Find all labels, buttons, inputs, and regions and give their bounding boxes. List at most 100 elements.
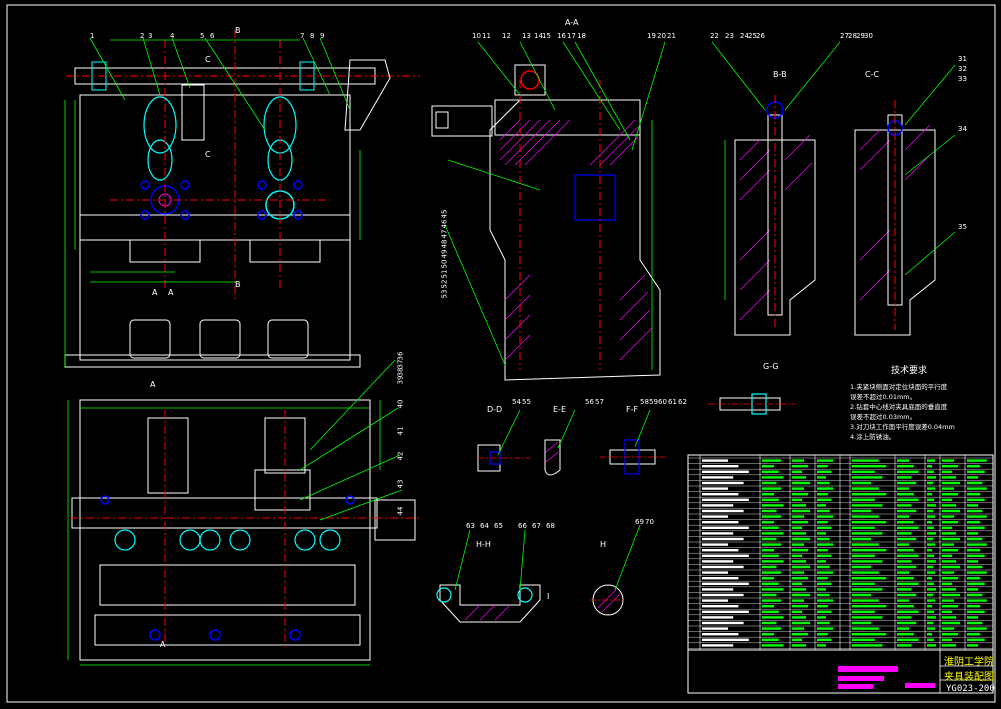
table-cell-text bbox=[927, 470, 934, 473]
callout-number: 2 bbox=[140, 32, 145, 40]
technical-requirements-title: 技术要求 bbox=[890, 366, 927, 376]
table-cell-text bbox=[817, 610, 832, 613]
table-cell-text bbox=[702, 627, 728, 630]
table-cell-text bbox=[967, 521, 981, 524]
table-cell-text bbox=[762, 571, 782, 574]
table-cell-text bbox=[792, 487, 804, 490]
table-cell-text bbox=[927, 493, 932, 496]
table-cell-text bbox=[792, 470, 802, 473]
table-cell-text bbox=[897, 621, 917, 625]
callout-number: 29 bbox=[856, 32, 865, 40]
table-cell-text bbox=[927, 616, 936, 619]
table-cell-text bbox=[702, 638, 749, 641]
callout-number: 11 bbox=[482, 32, 491, 40]
table-cell-text bbox=[817, 537, 830, 541]
table-cell-text bbox=[762, 588, 784, 591]
table-cell-text bbox=[897, 571, 909, 574]
table-cell-text bbox=[942, 526, 952, 529]
table-cell-text bbox=[927, 481, 933, 485]
callout-number: 7 bbox=[300, 32, 305, 40]
table-cell-text bbox=[762, 465, 774, 468]
table-cell-text bbox=[702, 560, 734, 563]
detail-hh bbox=[436, 529, 541, 623]
table-cell-text bbox=[967, 593, 983, 597]
table-cell-text bbox=[897, 543, 909, 546]
table-cell-text bbox=[942, 549, 958, 552]
table-cell-text bbox=[702, 599, 728, 602]
table-cell-text bbox=[702, 493, 739, 496]
table-cell-text bbox=[762, 593, 777, 597]
table-cell-text bbox=[942, 487, 954, 490]
callout-number: 41 bbox=[396, 426, 405, 436]
table-cell-text bbox=[792, 498, 802, 501]
table-cell-text bbox=[702, 521, 739, 524]
table-cell-text bbox=[762, 521, 774, 524]
table-cell-text bbox=[927, 599, 935, 602]
table-cell-text bbox=[897, 616, 912, 619]
table-cell-text bbox=[702, 509, 744, 513]
technical-requirement-line: 2.钻套中心线对夹具底面的垂直度 bbox=[850, 403, 948, 411]
table-cell-text bbox=[817, 465, 828, 468]
callout-number: 23 bbox=[725, 32, 734, 40]
table-cell-text bbox=[762, 509, 777, 513]
table-cell-text bbox=[897, 593, 917, 597]
table-cell-text bbox=[852, 582, 875, 585]
table-cell-text bbox=[762, 616, 784, 619]
table-cell-text bbox=[852, 554, 875, 557]
table-cell-text bbox=[817, 582, 832, 585]
table-cell-text bbox=[927, 543, 935, 546]
table-cell-text bbox=[927, 554, 934, 557]
table-cell-text bbox=[762, 638, 779, 641]
table-cell-text bbox=[942, 504, 956, 507]
table-cell-text bbox=[817, 560, 826, 563]
table-cell-text bbox=[927, 577, 932, 580]
table-cell-text bbox=[792, 493, 808, 496]
callout-number: 48 bbox=[440, 239, 449, 249]
table-cell-text bbox=[927, 549, 932, 552]
table-cell-text bbox=[897, 588, 912, 591]
table-cell-text bbox=[942, 565, 960, 569]
table-cell-text bbox=[967, 476, 978, 479]
table-cell-text bbox=[762, 487, 782, 490]
table-cell-text bbox=[852, 638, 875, 641]
table-cell-text bbox=[927, 504, 936, 507]
table-cell-text bbox=[942, 498, 952, 501]
table-cell-text bbox=[817, 599, 834, 602]
table-cell-text bbox=[817, 515, 834, 518]
callout-number: 1 bbox=[90, 32, 95, 40]
table-cell-text bbox=[702, 481, 744, 485]
table-cell-text bbox=[967, 627, 987, 630]
table-cell-text bbox=[942, 554, 952, 557]
callout-number: 20 bbox=[657, 32, 666, 40]
table-cell-text bbox=[852, 465, 887, 468]
table-cell-text bbox=[762, 627, 782, 630]
table-cell-text bbox=[967, 554, 985, 557]
table-cell-text bbox=[967, 487, 987, 490]
table-cell-text bbox=[702, 565, 744, 569]
table-cell-text bbox=[927, 644, 936, 647]
table-cell-text bbox=[817, 504, 826, 507]
table-cell-text bbox=[817, 588, 826, 591]
table-cell-text bbox=[702, 582, 749, 585]
table-cell-text bbox=[792, 504, 806, 507]
table-cell-text bbox=[702, 610, 749, 613]
callout-number: 46 bbox=[440, 219, 449, 229]
table-cell-text bbox=[967, 493, 981, 496]
table-cell-text bbox=[927, 465, 932, 468]
table-cell-text bbox=[702, 498, 749, 501]
table-cell-text bbox=[897, 582, 919, 585]
table-cell-text bbox=[762, 549, 774, 552]
table-cell-text bbox=[927, 621, 933, 625]
section-label-dd: D-D bbox=[487, 405, 503, 414]
table-cell-text bbox=[967, 638, 985, 641]
table-cell-text bbox=[852, 588, 883, 591]
table-cell-text bbox=[702, 588, 734, 591]
callout-number: 55 bbox=[522, 398, 531, 406]
callout-number: 19 bbox=[647, 32, 656, 40]
table-cell-text bbox=[762, 526, 779, 529]
callout-number: 10 bbox=[472, 32, 481, 40]
section-label-a-low: A bbox=[150, 380, 156, 389]
table-cell-text bbox=[817, 493, 828, 496]
table-cell-text bbox=[792, 481, 810, 485]
